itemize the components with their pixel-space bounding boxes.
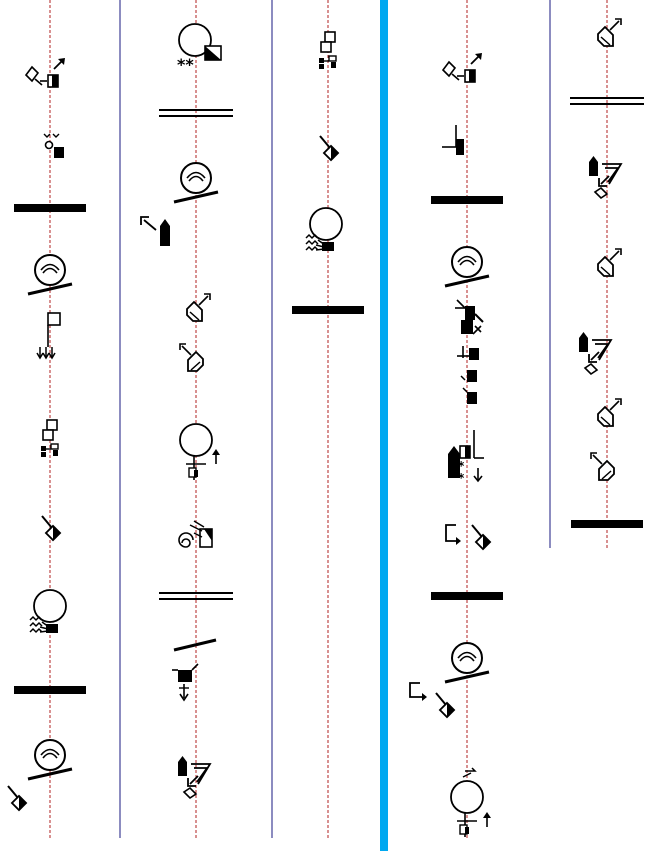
- direction-hand-symbol: [25, 57, 66, 88]
- double-bar-line: [159, 109, 233, 117]
- face-circle-symbol: [26, 738, 74, 781]
- hand-arrow-symbol: [597, 18, 622, 47]
- diagonal-diamond-symbol: [41, 515, 62, 542]
- hand-arrow-symbol: [590, 452, 615, 481]
- bar-line: [14, 686, 86, 694]
- bar-line: [292, 306, 364, 314]
- circle-arrow-symbol: [450, 767, 491, 837]
- block-triangle-symbol: [578, 331, 612, 375]
- grid-star-symbol: **: [448, 430, 484, 485]
- hand-arrow-symbol: [597, 248, 622, 277]
- double-bar-line: [570, 97, 644, 105]
- face-circle-symbol: [172, 161, 220, 204]
- movement-sequence-symbol: [455, 299, 484, 404]
- diagonal-diamond-symbol: [7, 785, 28, 812]
- svg-text:*: *: [458, 459, 465, 473]
- double-bar-line: [159, 592, 233, 600]
- small-contact-symbol: [43, 133, 64, 158]
- bar-line: [571, 520, 643, 528]
- svg-text:**: **: [177, 55, 194, 74]
- hand-arrow-symbol: [186, 293, 211, 322]
- circle-wave-symbol: [29, 589, 67, 634]
- square-arrow-symbol: [172, 663, 199, 702]
- direction-hand-symbol: [442, 52, 483, 83]
- flag-arrows-symbol: [36, 312, 61, 360]
- corner-square-symbol: [442, 125, 464, 155]
- face-circle-symbol: [26, 253, 74, 296]
- face-circle-symbol: [443, 245, 491, 288]
- stacked-squares-symbol: [318, 31, 337, 70]
- hand-arrow-symbol: [179, 343, 204, 372]
- hand-arrow-symbol: [597, 398, 622, 427]
- diagonal-diamond-symbol: [319, 135, 340, 162]
- svg-text:*: *: [458, 471, 465, 485]
- circle-wave-symbol: [305, 207, 343, 252]
- circle-star-symbol: **: [177, 23, 222, 74]
- block-triangle-symbol: [588, 155, 622, 199]
- section-divider: [380, 0, 388, 851]
- bar-line: [431, 196, 503, 204]
- diagonal-line-symbol: [173, 638, 217, 652]
- block-arrow-symbol: [140, 216, 170, 246]
- face-circle-symbol: [443, 641, 491, 684]
- curve-arrow-diamond-symbol: [409, 682, 456, 719]
- bar-line: [431, 592, 503, 600]
- bar-line: [14, 204, 86, 212]
- curve-arrow-diamond-symbol: [445, 524, 492, 551]
- circle-arrow-symbol: [179, 423, 220, 480]
- block-triangle-symbol: [177, 755, 211, 799]
- spiral-hand-symbol: [178, 520, 213, 548]
